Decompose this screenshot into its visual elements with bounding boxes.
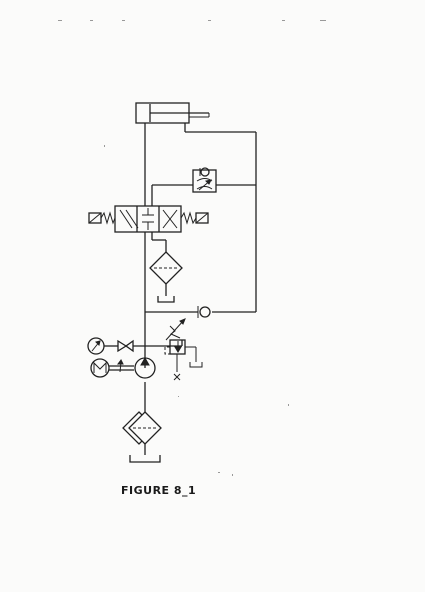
hydraulic-pump (134, 356, 156, 379)
suction-tank (129, 455, 161, 463)
suction-filter (122, 411, 162, 445)
figure-caption: FIGURE 8_1 (121, 484, 197, 497)
double-acting-cylinder (135, 102, 210, 124)
return-tank (157, 296, 175, 303)
directional-valve (88, 205, 209, 233)
electric-motor (90, 358, 134, 378)
return-filter (149, 251, 183, 285)
hydraulic-lines (104, 123, 257, 455)
shutoff-valve (117, 339, 134, 353)
pressure-relief-valve (164, 318, 203, 381)
scan-noise (58, 20, 326, 476)
throttle-check-valve-group (192, 167, 217, 193)
pressure-gauge (87, 337, 105, 355)
bypass-check-valve (197, 306, 211, 318)
